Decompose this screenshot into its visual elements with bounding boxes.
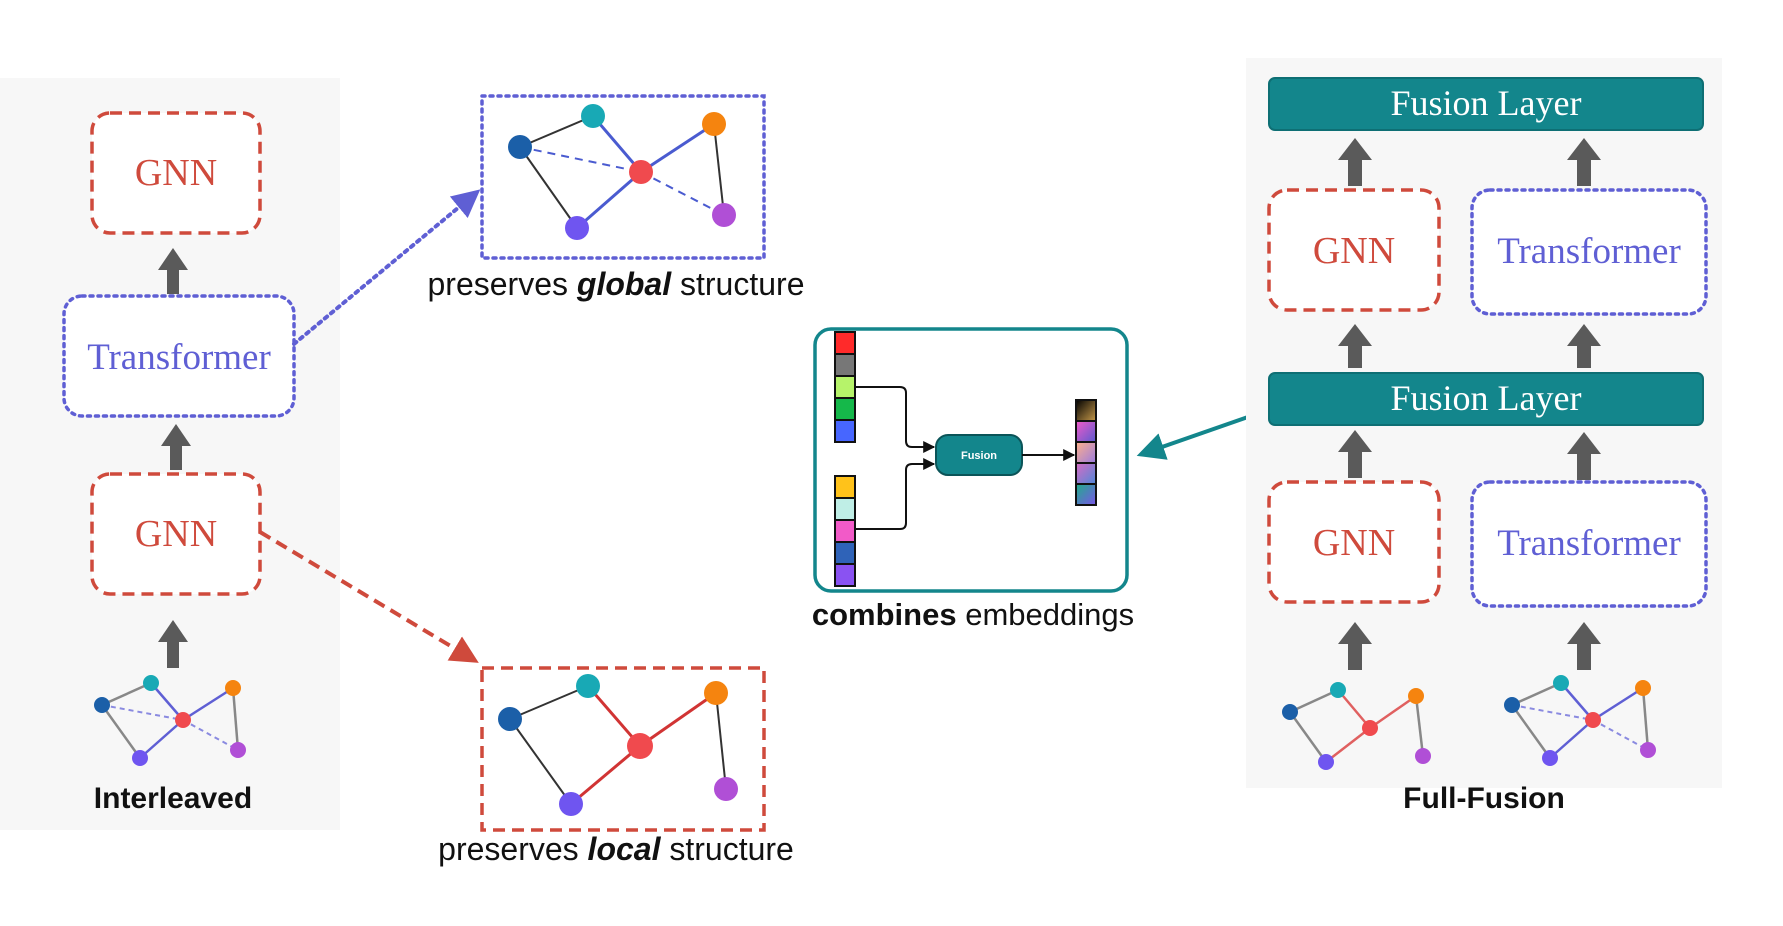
embedding-cell: [834, 563, 856, 587]
full-gnn-lower-label: GNN: [1313, 522, 1395, 564]
embedding-cell: [834, 497, 856, 521]
interleaved-gnn-bottom-box: [90, 472, 262, 596]
up-arrow-icon: [1338, 324, 1372, 368]
fusion-layer-mid: [1268, 372, 1704, 426]
global-caption-emphasis: global: [576, 266, 672, 302]
full-transformer-upper-box: [1470, 188, 1708, 316]
interleaved-gnn-top-label: GNN: [135, 152, 217, 194]
interleaved-gnn-top-box: [90, 111, 262, 235]
full-transformer-lower-box: [1470, 480, 1708, 608]
up-arrow-icon: [1338, 430, 1372, 478]
full-transformer-upper-label: Transformer: [1497, 231, 1681, 272]
global-structure-arrow: [292, 189, 481, 346]
up-arrow-icon: [158, 620, 188, 668]
full-transformer-lower-label: Transformer: [1497, 523, 1681, 564]
up-arrow-icon: [1567, 324, 1601, 368]
embedding-cell: [834, 541, 856, 565]
embedding-cell: [834, 397, 856, 421]
input-graph-icon: [94, 675, 246, 766]
interleaved-transformer-label: Transformer: [87, 337, 271, 378]
embedding-cell: [834, 353, 856, 377]
up-arrow-icon: [158, 248, 188, 294]
embedding-vector-output: [1075, 399, 1097, 506]
connector-b: [856, 458, 936, 530]
fusion-layer-mid-label: Fusion Layer: [1391, 378, 1582, 418]
embedding-cell: [834, 375, 856, 399]
gnn-input-graph-icon: [1282, 682, 1431, 770]
embedding-cell: [834, 475, 856, 499]
up-arrow-icon: [1567, 432, 1601, 480]
fusion-caption-bold: combines: [812, 597, 957, 632]
up-arrow-icon: [161, 424, 191, 470]
fusion-layer-top-label: Fusion Layer: [1391, 83, 1582, 123]
local-caption-pre: preserves: [438, 831, 587, 867]
up-arrow-icon: [1567, 622, 1601, 670]
up-arrow-icon: [1338, 622, 1372, 670]
embedding-vector-b: [834, 475, 856, 587]
local-structure-caption: preserves local structure: [438, 831, 794, 867]
global-caption-post: structure: [671, 266, 804, 302]
full-gnn-upper-label: GNN: [1313, 230, 1395, 272]
local-structure-arrow: [258, 530, 479, 663]
embedding-cell: [834, 419, 856, 443]
up-arrow-icon: [1338, 138, 1372, 186]
connector-a: [856, 386, 936, 453]
embedding-cell: [834, 519, 856, 543]
fusion-caption-rest: embeddings: [957, 597, 1135, 632]
local-caption-post: structure: [660, 831, 793, 867]
interleaved-caption: Interleaved: [94, 782, 252, 815]
up-arrow-icon: [1567, 138, 1601, 186]
interleaved-transformer-box: [62, 294, 296, 418]
embedding-vector-a: [834, 331, 856, 443]
global-graph-icon: [508, 104, 736, 240]
fusion-layer-top: [1268, 77, 1704, 131]
full-gnn-upper-box: [1267, 188, 1441, 312]
local-caption-emphasis: local: [588, 831, 662, 867]
full-fusion-caption: Full-Fusion: [1403, 782, 1565, 815]
interleaved-gnn-bottom-label: GNN: [135, 513, 217, 555]
fusion-detail-caption: combines embeddings: [812, 597, 1134, 632]
local-graph-icon: [498, 674, 738, 816]
transformer-input-graph-icon: [1504, 675, 1656, 766]
fusion-node-label: Fusion: [961, 450, 997, 462]
global-structure-caption: preserves global structure: [428, 266, 805, 302]
embedding-cell: [834, 331, 856, 355]
global-caption-pre: preserves: [428, 266, 577, 302]
full-gnn-lower-box: [1267, 480, 1441, 604]
